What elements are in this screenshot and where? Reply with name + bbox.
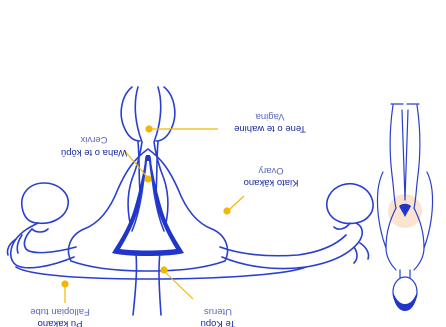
- marker-uterus: [161, 267, 167, 273]
- label-fallopian-main: Pū kākano: [38, 318, 83, 327]
- marker-fallopian: [62, 281, 68, 287]
- label-cervix-sub: Cervix: [80, 134, 107, 145]
- label-vagina-main: Tene o te wahine: [234, 123, 306, 134]
- vagina-wall-left: [156, 87, 175, 141]
- fimbriae-right: [7, 235, 22, 255]
- label-cervix: Waha o te kōpū Cervix: [61, 134, 127, 158]
- label-ovary: Kiato kākano Ovary: [244, 165, 299, 188]
- figure-hair: [393, 292, 417, 311]
- label-ovary-main: Kiato kākano: [244, 177, 299, 188]
- marker-cervix: [145, 176, 151, 182]
- fallopian-tube-left: [220, 223, 362, 269]
- anatomy-drawing: [7, 87, 373, 315]
- ovary-left: [327, 184, 373, 229]
- marker-ovary: [224, 208, 230, 214]
- label-uterus: Te Kōpū Uterus: [201, 306, 236, 327]
- figure-legs: [390, 105, 420, 208]
- label-ovary-sub: Ovary: [258, 165, 284, 176]
- leader-uterus: [164, 271, 193, 299]
- label-vagina-sub: Vagina: [255, 111, 285, 122]
- leader-ovary: [229, 196, 244, 210]
- label-vagina: Tene o te wahine Vagina: [234, 111, 306, 134]
- label-cervix-main: Waha o te kōpū: [61, 147, 127, 158]
- label-fallopian-sub: Fallopian tube: [30, 306, 90, 317]
- marker-vagina: [146, 126, 152, 132]
- ovary-right: [22, 183, 68, 232]
- female-body-figure-icon: [377, 104, 432, 311]
- label-uterus-sub: Uterus: [204, 306, 232, 317]
- label-fallopian: Pū kākano Fallopian tube: [30, 306, 90, 327]
- fallopian-tube-right: [11, 223, 76, 268]
- vagina-wall-right: [121, 87, 140, 141]
- label-uterus-main: Te Kōpū: [201, 318, 236, 327]
